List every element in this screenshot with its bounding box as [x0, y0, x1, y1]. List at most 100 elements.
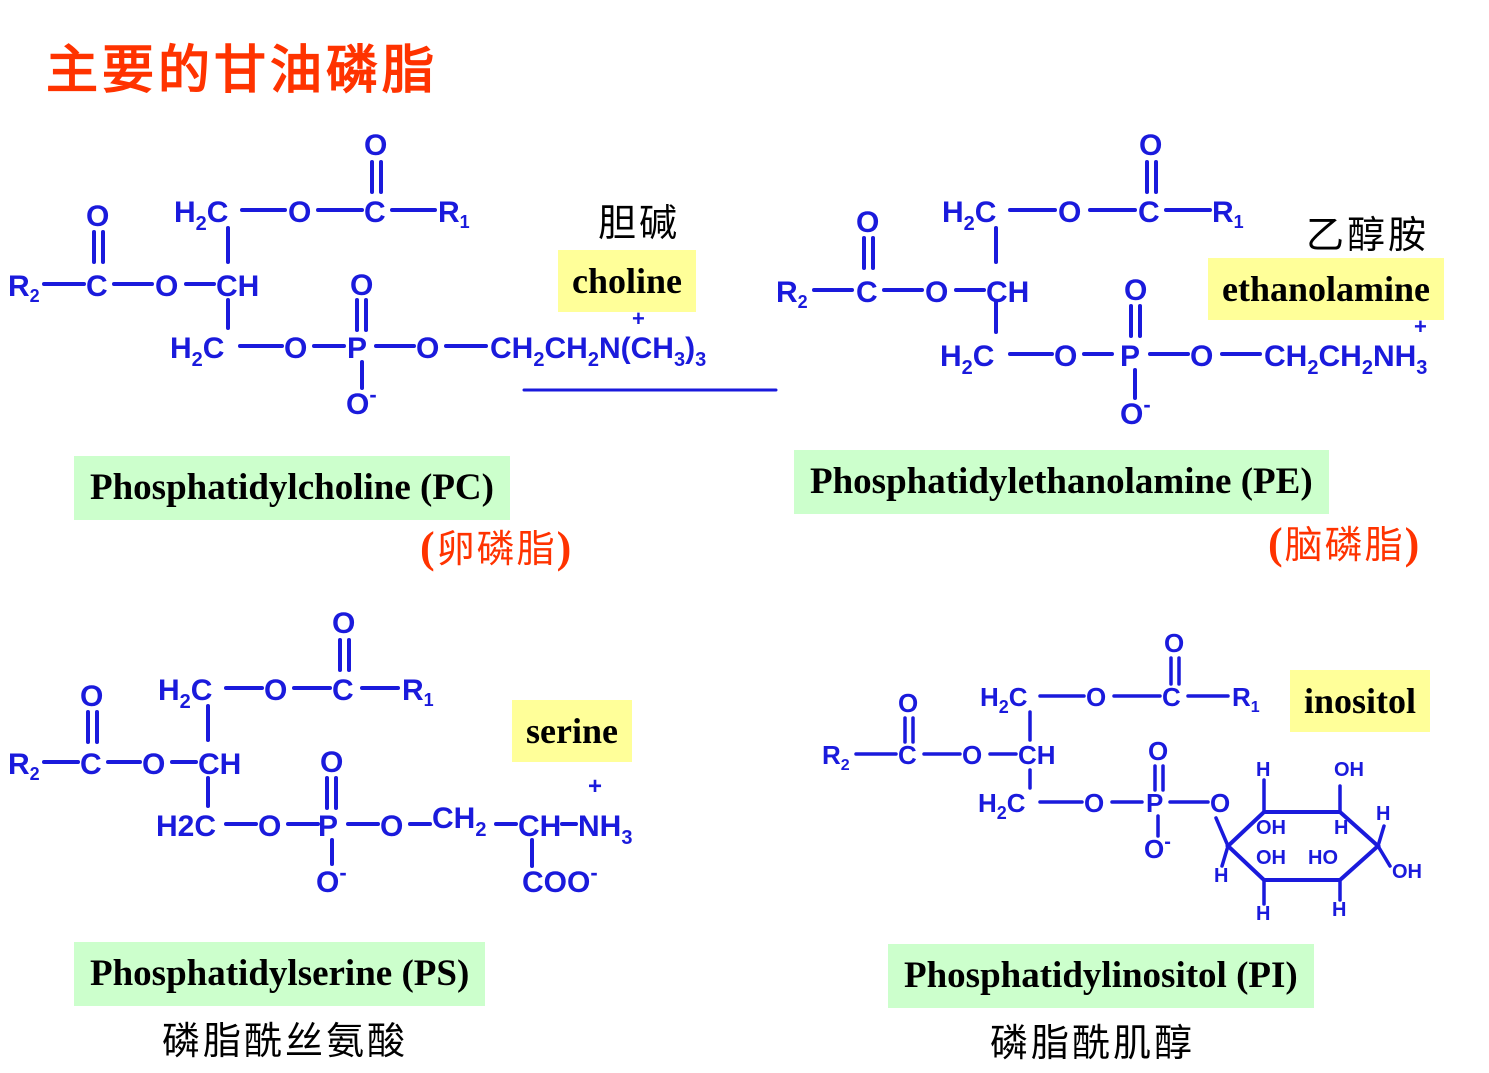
svg-text:H2C: H2C — [170, 332, 224, 371]
svg-text:O: O — [1086, 682, 1106, 712]
pe-structure: O H2C O C R1 O R2 C O CH H2C O O P O- O … — [776, 129, 1427, 431]
svg-text:C: C — [1162, 682, 1181, 712]
svg-text:O-: O- — [1120, 392, 1151, 431]
svg-text:R2: R2 — [776, 276, 808, 312]
svg-text:OH: OH — [1334, 759, 1364, 781]
svg-text:R1: R1 — [1232, 682, 1260, 716]
svg-text:O: O — [962, 740, 982, 770]
svg-text:O: O — [1210, 788, 1230, 818]
svg-text:OH: OH — [1256, 817, 1286, 839]
svg-text:P: P — [1146, 788, 1163, 818]
ps-structure: O H2C O C R1 O R2 C O CH H2C O O P O- O … — [8, 607, 632, 899]
svg-text:O: O — [1139, 129, 1162, 162]
svg-text:O: O — [1058, 196, 1081, 229]
svg-text:P: P — [1120, 340, 1140, 373]
svg-text:C: C — [80, 748, 102, 781]
svg-text:CH: CH — [1018, 740, 1056, 770]
svg-text:H: H — [1256, 903, 1270, 925]
svg-text:O: O — [155, 270, 178, 303]
svg-text:H: H — [1332, 899, 1346, 921]
svg-text:C: C — [332, 674, 354, 707]
svg-text:CH: CH — [198, 748, 241, 781]
svg-text:O: O — [1190, 340, 1213, 373]
svg-text:H: H — [1256, 759, 1270, 781]
pc-h2c-top: H2C — [174, 196, 228, 235]
svg-text:O: O — [86, 200, 109, 233]
svg-text:C: C — [364, 196, 386, 229]
pe-name-label: Phosphatidylethanolamine (PE) — [794, 450, 1329, 514]
pe-head-label: ethanolamine — [1208, 258, 1445, 320]
svg-text:O: O — [416, 332, 439, 365]
svg-text:O: O — [80, 680, 103, 713]
svg-text:H: H — [1214, 865, 1228, 887]
svg-text:COO-: COO- — [522, 860, 598, 899]
svg-text:CH: CH — [216, 270, 259, 303]
svg-text:R1: R1 — [1212, 196, 1244, 232]
svg-text:C: C — [86, 270, 108, 303]
svg-text:P: P — [318, 810, 338, 843]
svg-text:O: O — [1124, 274, 1147, 307]
svg-text:C: C — [1138, 196, 1160, 229]
svg-text:O: O — [284, 332, 307, 365]
pi-cn-label: 磷脂酰肌醇 — [990, 1021, 1196, 1065]
svg-text:CH: CH — [518, 810, 561, 843]
svg-text:R1: R1 — [402, 674, 434, 710]
svg-text:+: + — [588, 773, 602, 800]
svg-text:HO: HO — [1308, 847, 1338, 869]
svg-text:O: O — [1148, 736, 1168, 766]
ps-name-label: Phosphatidylserine (PS) — [74, 942, 486, 1006]
svg-text:O: O — [350, 269, 373, 302]
svg-text:O: O — [898, 688, 918, 718]
svg-text:+: + — [1414, 314, 1427, 339]
svg-text:O-: O- — [346, 382, 377, 421]
svg-text:O-: O- — [316, 860, 347, 899]
svg-text:C: C — [856, 276, 878, 309]
svg-text:R1: R1 — [438, 196, 470, 232]
svg-text:R2: R2 — [8, 270, 40, 306]
svg-text:O: O — [925, 276, 948, 309]
svg-text:CH2CH2N(CH3)3: CH2CH2N(CH3)3 — [490, 332, 706, 371]
svg-text:O: O — [1054, 340, 1077, 373]
pc-structure: O H2C O C R1 O R2 C O CH H2C O O P O- O … — [8, 129, 778, 421]
svg-text:O: O — [380, 810, 403, 843]
svg-text:CH: CH — [986, 276, 1029, 309]
svg-text:NH3: NH3 — [578, 810, 632, 849]
pc-head-cn-label: 胆碱 — [598, 201, 681, 245]
page-title: 主要的甘油磷脂 — [46, 41, 439, 101]
svg-text:H2C: H2C — [158, 674, 212, 713]
svg-text:O: O — [264, 674, 287, 707]
svg-text:O-: O- — [1144, 831, 1171, 864]
svg-text:OH: OH — [1392, 861, 1422, 883]
svg-text:H2C: H2C — [978, 788, 1026, 823]
pi-name-label: Phosphatidylinositol (PI) — [888, 944, 1314, 1008]
svg-text:O: O — [320, 746, 343, 779]
svg-text:R2: R2 — [8, 748, 40, 784]
svg-text:H2C: H2C — [942, 196, 996, 235]
ps-cn-label: 磷脂酰丝氨酸 — [162, 1019, 409, 1063]
pc-head-label: choline — [558, 250, 697, 312]
svg-text:CH2CH2NH3: CH2CH2NH3 — [1264, 340, 1427, 379]
svg-text:O: O — [332, 607, 355, 640]
svg-text:O: O — [1164, 628, 1184, 658]
svg-text:CH2: CH2 — [432, 802, 486, 841]
pi-head-label: inositol — [1290, 670, 1431, 732]
svg-text:+: + — [632, 306, 645, 331]
svg-text:H2C: H2C — [980, 682, 1028, 717]
svg-text:O: O — [1084, 788, 1104, 818]
pe-head-cn-label: 乙醇胺 — [1306, 213, 1430, 257]
svg-text:R2: R2 — [822, 740, 850, 774]
svg-text:O: O — [142, 748, 165, 781]
svg-text:H: H — [1334, 817, 1348, 839]
svg-text:OH: OH — [1256, 847, 1286, 869]
ps-head-label: serine — [512, 700, 632, 762]
pc-alias: (卵磷脂) — [420, 523, 574, 572]
pc-o-top: O — [364, 129, 387, 162]
svg-text:H2C: H2C — [940, 340, 994, 379]
svg-text:O: O — [288, 196, 311, 229]
pc-name-label: Phosphatidylcholine (PC) — [74, 456, 510, 520]
svg-text:O: O — [856, 206, 879, 239]
svg-text:H2C: H2C — [156, 810, 216, 843]
svg-text:H: H — [1376, 803, 1390, 825]
pe-alias: (脑磷脂) — [1268, 519, 1422, 568]
